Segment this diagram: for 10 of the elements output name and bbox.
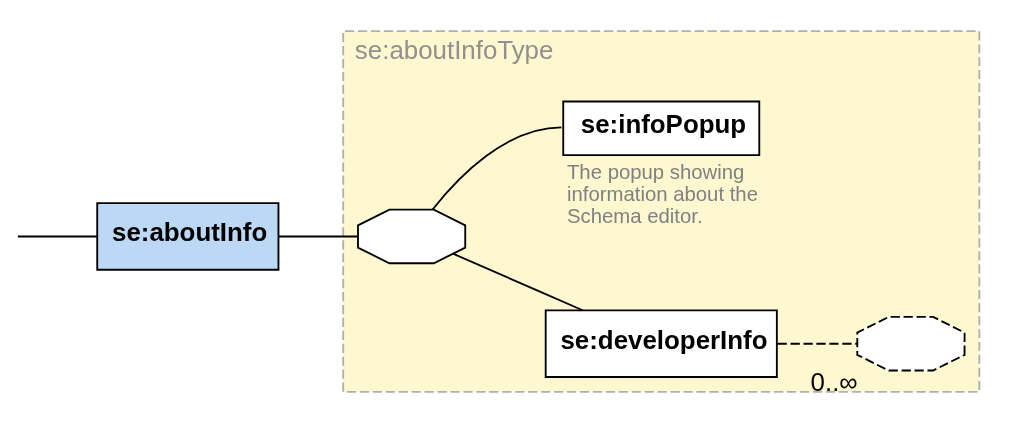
connector [431, 126, 563, 211]
connector [452, 253, 584, 312]
node-box: se:aboutInfo [96, 202, 280, 271]
connector [277, 235, 359, 238]
connector [16, 235, 98, 238]
node-box: se:developerInfo [544, 309, 778, 378]
node-octagon [856, 316, 966, 372]
connector [776, 342, 858, 345]
node-label: The popup showing information about the Schema editor. [566, 160, 758, 228]
node-octagon [357, 208, 467, 265]
